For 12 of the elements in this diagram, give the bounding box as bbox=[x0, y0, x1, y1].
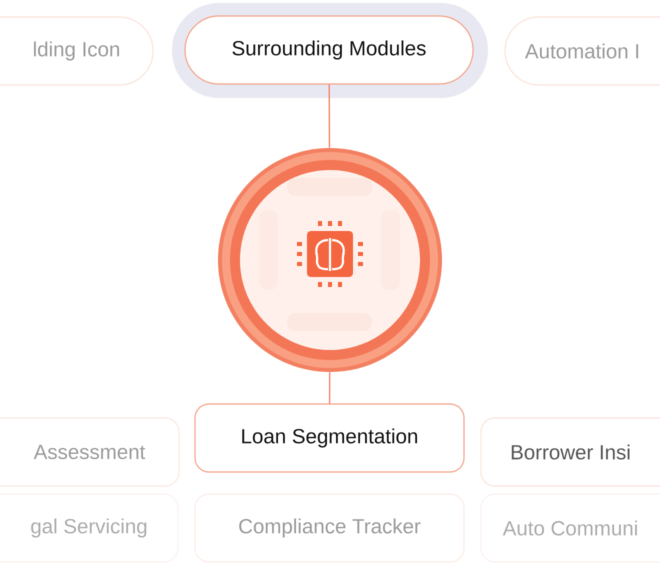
module-box: gal Servicing bbox=[0, 493, 179, 563]
hub-circle bbox=[218, 148, 442, 372]
module-box: Loan Segmentation bbox=[194, 403, 465, 473]
connector-line bbox=[328, 84, 330, 148]
module-box: Assessment bbox=[0, 417, 180, 487]
module-pill: Surrounding Modules bbox=[172, 3, 488, 98]
module-box: Compliance Tracker bbox=[194, 493, 465, 563]
connector-line bbox=[328, 372, 330, 404]
module-pill: Automation I bbox=[504, 16, 660, 86]
module-box: Borrower Insi bbox=[480, 417, 660, 487]
module-pill: lding Icon bbox=[0, 16, 154, 86]
module-box: Auto Communi bbox=[480, 493, 660, 563]
